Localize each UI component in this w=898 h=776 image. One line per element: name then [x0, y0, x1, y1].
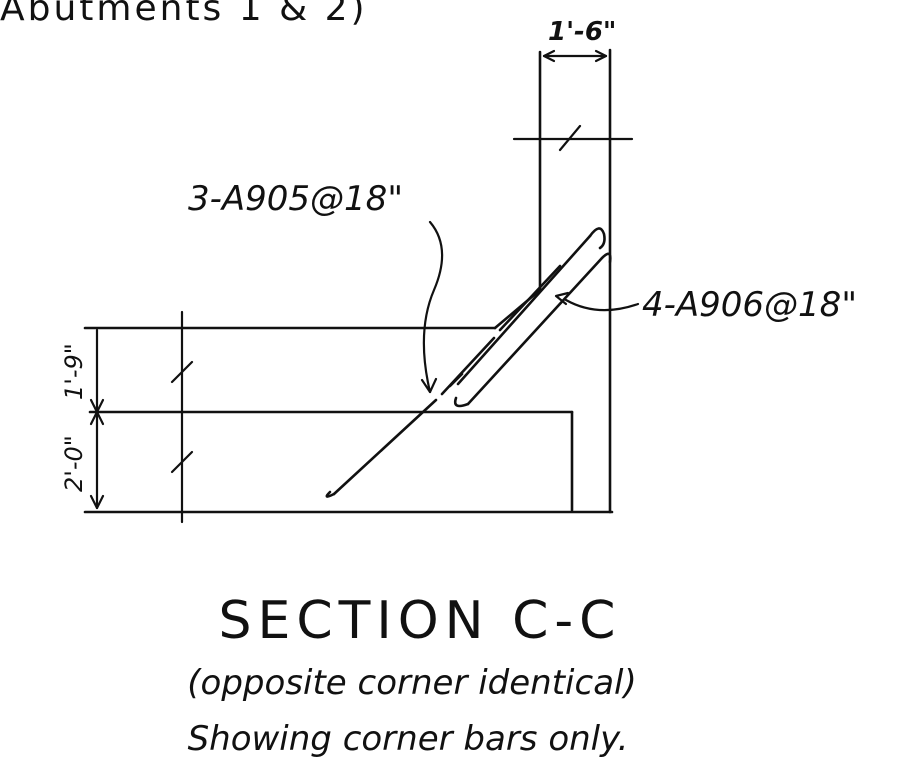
- a906-callout: 4-A906@18": [642, 285, 857, 325]
- bar-a905: [325, 264, 562, 498]
- upper-height-label: 1'-9": [60, 343, 88, 400]
- bar-a906: [453, 227, 612, 408]
- section-title: SECTION C-C: [218, 591, 621, 651]
- lower-height-label: 2'-0": [60, 435, 88, 492]
- header-fragment: Abutments 1 & 2): [0, 0, 368, 29]
- a905-leader: [420, 220, 444, 394]
- section-subtitle: (opposite corner identical): [187, 663, 637, 703]
- a905-callout: 3-A905@18": [188, 179, 403, 219]
- a906-leader: [554, 291, 640, 312]
- height-dimensions: [89, 310, 194, 524]
- section-note: Showing corner bars only.: [188, 719, 629, 759]
- concrete-outline: [83, 48, 614, 514]
- wall-width-label: 1'-6": [548, 17, 616, 47]
- wall-width-dimension: [512, 49, 634, 152]
